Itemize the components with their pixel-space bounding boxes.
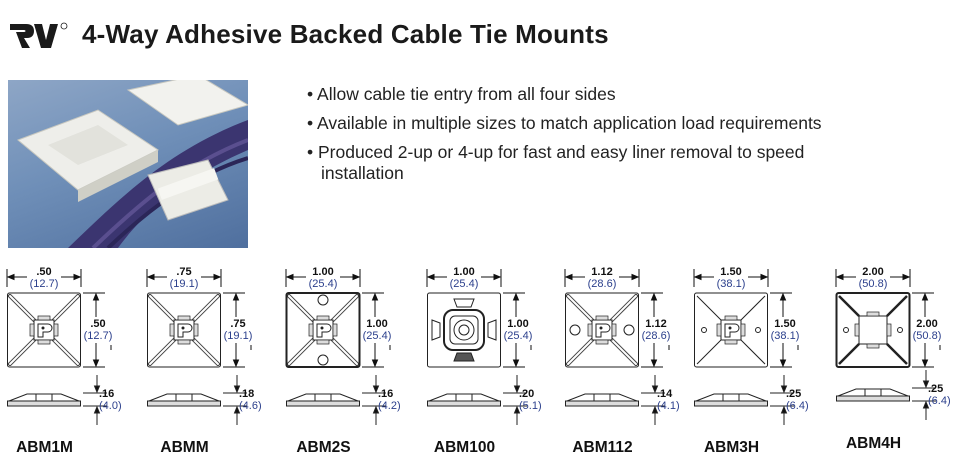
dimension-mm: (25.4): [503, 330, 533, 342]
width-dimension: .50(12.7): [19, 266, 69, 290]
feature-item: • Produced 2-up or 4-up for fast and eas…: [307, 142, 805, 183]
dimension-in: .75: [176, 266, 192, 278]
dimension-in: 1.50: [720, 266, 742, 278]
dimension-mm: (50.8): [912, 330, 942, 342]
product-photo: [8, 80, 248, 248]
product-name: ABM4H: [845, 435, 902, 452]
length-dimension: 1.00(25.4): [503, 318, 533, 342]
product-name: ABMM: [160, 439, 209, 456]
length-dimension: 1.00(25.4): [362, 318, 392, 342]
product-name: ABM112: [572, 439, 633, 456]
mount-drawing: [285, 269, 391, 425]
length-dimension: .75(19.1): [223, 318, 253, 342]
dimension-mm: (25.4): [449, 278, 479, 290]
dimension-mm: (19.1): [223, 330, 253, 342]
product-abm4h: 2.00(50.8)2.00(50.8).25(6.4)ABM4H: [835, 265, 964, 465]
feature-list: • Allow cable tie entry from all four si…: [307, 84, 841, 192]
dimension-in: .25: [786, 388, 802, 400]
dimension-in: 1.00: [453, 266, 475, 278]
product-abm3h: 1.50(38.1)1.50(38.1).25(6.4)ABM3H: [693, 265, 834, 465]
dimension-mm: (6.4): [928, 395, 951, 407]
dimension-in: 1.12: [645, 318, 667, 330]
product-abmm: .75(19.1).75(19.1).18(4.6)ABMM: [146, 265, 287, 465]
product-abm1m: .50(12.7).50(12.7).16(4.0)ABM1M: [6, 265, 147, 465]
height-dimension: .20(5.1): [519, 388, 549, 412]
dimension-mm: (28.6): [641, 330, 671, 342]
dimension-in: .16: [378, 388, 394, 400]
dimension-mm: (19.1): [169, 278, 199, 290]
height-dimension: .18(4.6): [239, 388, 269, 412]
dimension-mm: (6.4): [786, 400, 809, 412]
width-dimension: 1.00(25.4): [298, 266, 348, 290]
feature-item: • Allow cable tie entry from all four si…: [307, 84, 616, 104]
dimension-mm: (5.1): [519, 400, 542, 412]
length-dimension: 1.50(38.1): [770, 318, 800, 342]
height-dimension: .16(4.2): [378, 388, 408, 412]
dimension-in: .25: [928, 383, 944, 395]
dimension-mm: (12.7): [29, 278, 59, 290]
dimension-in: .75: [230, 318, 246, 330]
width-dimension: .75(19.1): [159, 266, 209, 290]
dimension-mm: (38.1): [770, 330, 800, 342]
dimension-in: 1.00: [366, 318, 388, 330]
width-dimension: 1.12(28.6): [577, 266, 627, 290]
dimension-mm: (4.2): [378, 400, 401, 412]
ul-logo: [10, 22, 68, 48]
mount-drawing: [835, 269, 941, 420]
mount-drawing: [6, 269, 112, 425]
length-dimension: 1.12(28.6): [641, 318, 671, 342]
dimension-in: 1.50: [774, 318, 796, 330]
height-dimension: .14(4.1): [657, 388, 687, 412]
dimension-mm: (50.8): [858, 278, 888, 290]
length-dimension: 2.00(50.8): [912, 318, 942, 342]
mount-drawing: [564, 269, 670, 425]
dimension-mm: (12.7): [83, 330, 113, 342]
dimension-mm: (4.6): [239, 400, 262, 412]
product-name: ABM3H: [703, 439, 760, 456]
dimension-in: .18: [239, 388, 255, 400]
dimension-in: 1.00: [312, 266, 334, 278]
page-title: 4-Way Adhesive Backed Cable Tie Mounts: [82, 19, 609, 49]
dimension-mm: (25.4): [362, 330, 392, 342]
product-abm100: 1.00(25.4)1.00(25.4).20(5.1)ABM100: [426, 265, 567, 465]
dimension-in: .20: [519, 388, 535, 400]
dimension-mm: (4.0): [99, 400, 122, 412]
feature-item: • Available in multiple sizes to match a…: [307, 113, 822, 133]
dimension-in: 1.00: [507, 318, 529, 330]
mount-drawing: [426, 269, 532, 425]
product-name: ABM1M: [16, 439, 73, 456]
dimension-in: 2.00: [916, 318, 938, 330]
dimension-in: .50: [90, 318, 106, 330]
dimension-mm: (38.1): [716, 278, 746, 290]
width-dimension: 1.50(38.1): [706, 266, 756, 290]
product-abm2s: 1.00(25.4)1.00(25.4).16(4.2)ABM2S: [285, 265, 426, 465]
width-dimension: 2.00(50.8): [848, 266, 898, 290]
product-name: ABM2S: [296, 439, 351, 456]
dimension-in: .16: [99, 388, 115, 400]
dimension-mm: (28.6): [587, 278, 617, 290]
length-dimension: .50(12.7): [83, 318, 113, 342]
width-dimension: 1.00(25.4): [439, 266, 489, 290]
height-dimension: .25(6.4): [786, 388, 816, 412]
dimension-in: .14: [657, 388, 673, 400]
dimension-in: .50: [36, 266, 52, 278]
dimension-in: 2.00: [862, 266, 884, 278]
dimension-mm: (25.4): [308, 278, 338, 290]
height-dimension: .16(4.0): [99, 388, 129, 412]
product-abm112: 1.12(28.6)1.12(28.6).14(4.1)ABM112: [564, 265, 705, 465]
product-name: ABM100: [433, 439, 496, 456]
mount-drawing: [693, 269, 799, 425]
dimension-mm: (4.1): [657, 400, 680, 412]
height-dimension: .25(6.4): [928, 383, 958, 407]
dimension-in: 1.12: [591, 266, 613, 278]
mount-drawing: [146, 269, 252, 425]
